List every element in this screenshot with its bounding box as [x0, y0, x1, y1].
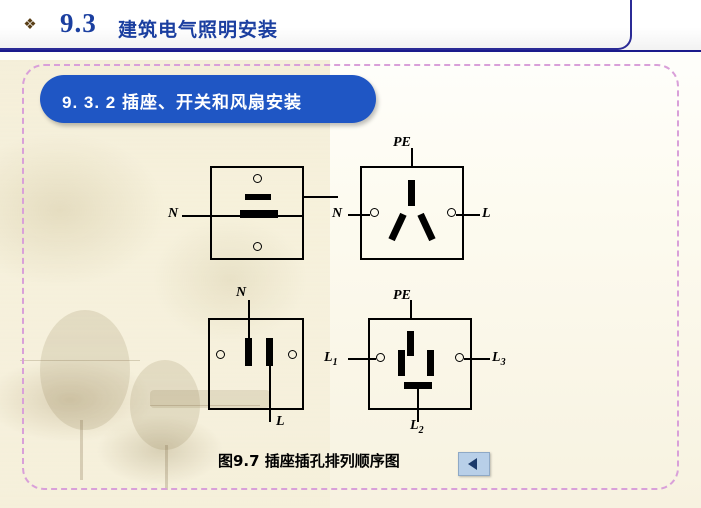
diamond-bullet-icon: ❖	[23, 16, 37, 33]
subsection-title-banner: 9. 3. 2 插座、开关和风扇安装	[40, 75, 376, 123]
figure-caption: 图9.7 插座插孔排列顺序图	[218, 452, 400, 470]
header-section-number: 9.3	[60, 8, 97, 38]
subsection-title-text: 9. 3. 2 插座、开关和风扇安装	[62, 93, 302, 112]
header-underline-frame	[0, 0, 632, 50]
slide-header: ❖ 9.3 建筑电气照明安装	[0, 0, 701, 52]
content-frame	[22, 64, 679, 490]
previous-triangle-icon[interactable]	[458, 452, 490, 476]
page-title: 建筑电气照明安装	[118, 20, 279, 41]
